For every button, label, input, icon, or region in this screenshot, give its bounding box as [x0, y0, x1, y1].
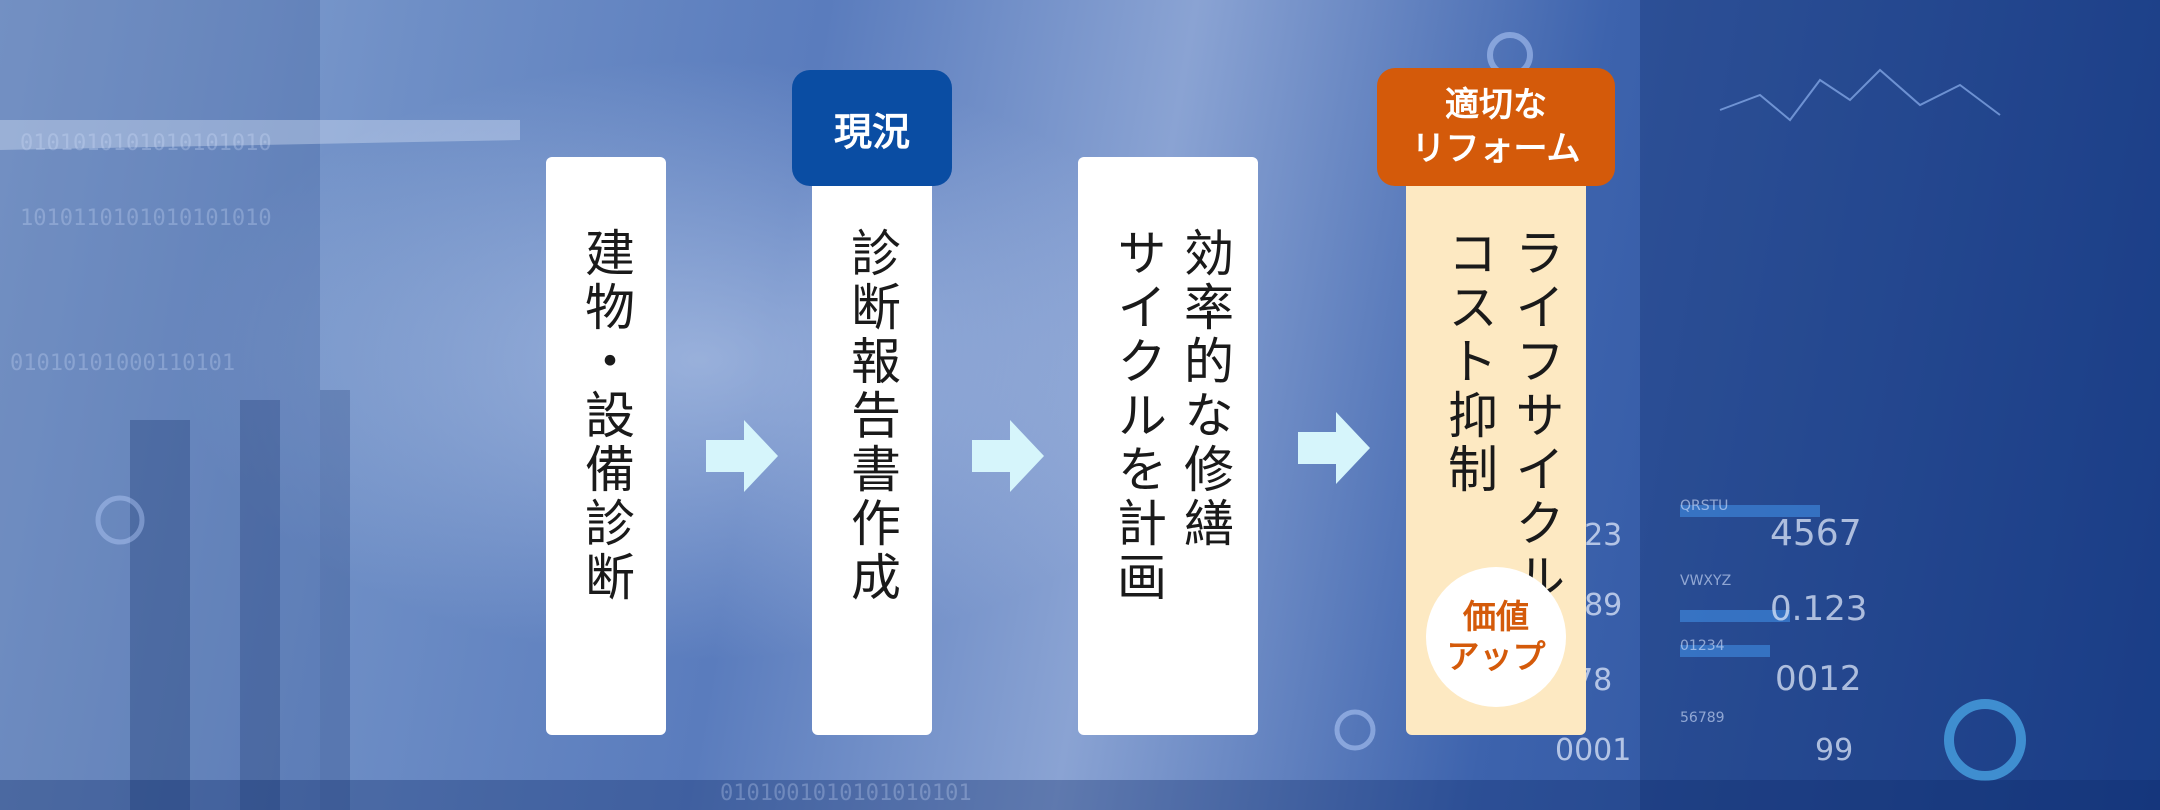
step4-tag: 適切な リフォーム: [1377, 68, 1615, 186]
step3-card: 効率的な修繕 サイクルを計画: [1078, 157, 1258, 735]
bottom-strip: [0, 780, 2160, 810]
dashboard-label: 01234: [1680, 638, 1725, 654]
background-glow: [180, 60, 1220, 660]
step2-text: 診断報告書作成: [843, 227, 901, 605]
background-dark-panel: [1640, 0, 2160, 810]
dashboard-label: QRSTU: [1680, 498, 1728, 514]
dashboard-number: 0.123: [1770, 589, 1867, 629]
step4-tag-line1: 適切な: [1445, 85, 1547, 125]
dashboard-number: 0001: [1555, 733, 1631, 768]
step1-text: 建物・設備診断: [577, 227, 635, 605]
dashboard-bar: [1680, 610, 1790, 622]
dashboard-bar: [1680, 645, 1770, 657]
step4-card: ライフサイクル コスト抑制 価値 アップ: [1406, 157, 1586, 735]
corridor-door: [130, 420, 190, 810]
dashboard-ring: [1944, 699, 2026, 781]
arrow-right-icon: [706, 420, 778, 492]
binary-text: 1010110101010101010: [20, 206, 272, 231]
corridor-wall: [0, 0, 320, 810]
dashboard-label: 56789: [1680, 710, 1725, 726]
step4-tag-line2: リフォーム: [1411, 129, 1581, 169]
dashboard-number: 0012: [1775, 659, 1862, 699]
step4-line2: コスト抑制: [1440, 227, 1498, 497]
binary-text: 0101001010101010101: [720, 781, 972, 806]
binary-text: 01010101000110101: [10, 351, 235, 376]
dashboard-number: 99: [1815, 733, 1853, 768]
badge-line1: 価値: [1463, 597, 1529, 636]
dashboard-bar: [1680, 505, 1820, 517]
corridor-door: [320, 390, 350, 810]
arrow-right-icon: [1298, 412, 1370, 484]
step2-card: 診断報告書作成: [812, 157, 932, 735]
badge-line2: アップ: [1446, 637, 1546, 676]
step1-card: 建物・設備診断: [546, 157, 666, 735]
corridor-door: [240, 400, 280, 810]
dashboard-ring: [95, 495, 145, 545]
dashboard-line-chart: [1719, 68, 2001, 122]
value-up-badge: 価値 アップ: [1426, 567, 1566, 707]
arrow-right-icon: [972, 420, 1044, 492]
step3-line1: 効率的な修繕: [1176, 227, 1234, 551]
dashboard-label: VWXYZ: [1680, 573, 1731, 589]
step3-line2: サイクルを計画: [1109, 227, 1167, 605]
step4-line1: ライフサイクル: [1507, 227, 1565, 605]
dashboard-ring: [1334, 709, 1376, 751]
corridor-ceiling-light: [0, 120, 520, 150]
step2-tag: 現況: [792, 70, 952, 186]
binary-text: 0101010101010101010: [20, 131, 272, 156]
dashboard-number: 4567: [1770, 513, 1862, 554]
